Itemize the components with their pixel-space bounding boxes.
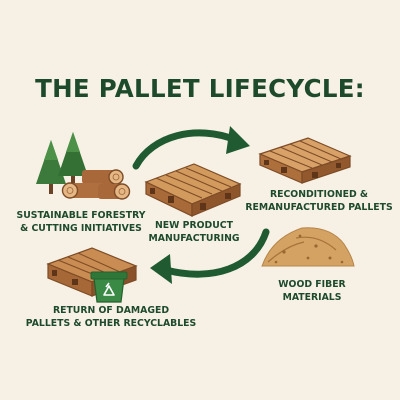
label-manufacturing-line1: NEW PRODUCT xyxy=(155,220,233,231)
label-forestry: SUSTAINABLE FORESTRY & CUTTING INITIATIV… xyxy=(6,210,156,235)
label-reconditioned-line2: REMANUFACTURED PALLETS xyxy=(245,201,393,213)
wood-chips-pile-icon xyxy=(261,227,355,267)
damaged-pallet-recycle-bin-icon xyxy=(46,247,138,303)
trees-and-logs-icon xyxy=(36,132,131,200)
label-return-line1: RETURN OF DAMAGED xyxy=(52,305,170,316)
label-return-line2: PALLETS & OTHER RECYCLABLES xyxy=(25,317,197,329)
label-wood-fiber-line2: MATERIALS xyxy=(282,291,342,303)
cycle-arrow-bottom-icon xyxy=(150,228,270,284)
new-pallet-icon xyxy=(144,163,242,217)
label-wood-fiber-line1: WOOD FIBER xyxy=(278,279,346,290)
label-forestry-line2: & CUTTING INITIATIVES xyxy=(20,222,142,234)
label-manufacturing: NEW PRODUCT MANUFACTURING xyxy=(136,220,252,245)
label-manufacturing-line2: MANUFACTURING xyxy=(148,232,240,244)
cycle-arrow-top-icon xyxy=(132,126,250,170)
label-forestry-line1: SUSTAINABLE FORESTRY xyxy=(16,210,146,221)
label-reconditioned: RECONDITIONED & REMANUFACTURED PALLETS xyxy=(244,189,394,214)
page-title: THE PALLET LIFECYCLE: xyxy=(35,74,365,103)
label-return: RETURN OF DAMAGED PALLETS & OTHER RECYCL… xyxy=(16,305,206,330)
label-wood-fiber: WOOD FIBER MATERIALS xyxy=(262,279,362,304)
label-reconditioned-line1: RECONDITIONED & xyxy=(269,189,369,200)
reconditioned-pallet-icon xyxy=(258,137,352,184)
